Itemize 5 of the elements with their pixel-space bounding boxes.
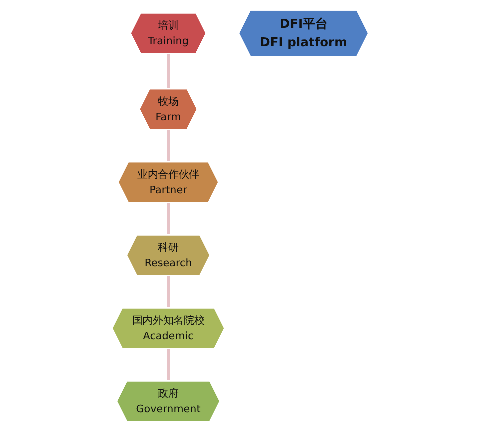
connector [167, 276, 170, 308]
connector [167, 130, 170, 162]
connector [167, 203, 170, 236]
connector [167, 349, 170, 382]
connector [167, 54, 170, 90]
